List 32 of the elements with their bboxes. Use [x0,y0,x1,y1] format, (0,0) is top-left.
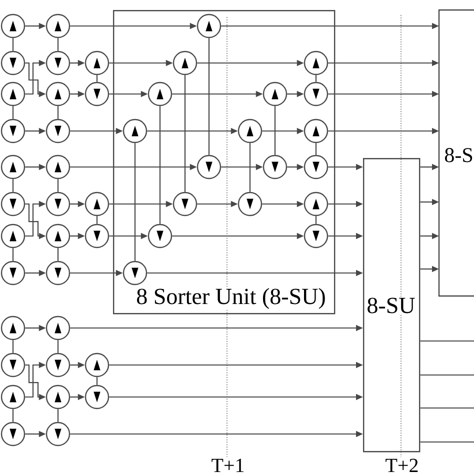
connector-line [12,38,14,51]
connector-line [57,409,59,422]
connector-line [57,38,59,51]
sorter-unit-box: 8-S [438,9,474,297]
connector-line [274,106,276,155]
connector-line [315,216,317,224]
time-label: T+1 [212,458,244,472]
connector-line [315,75,317,82]
connector-line [57,248,59,261]
connector-line [12,340,14,353]
connector-line [134,143,136,261]
connector-line [12,409,14,422]
connector-line [159,106,161,224]
connector-line [12,179,14,192]
connector-line [57,106,59,119]
sorter-unit-box: 8-SU [363,158,420,452]
connector-line [208,38,210,155]
connector-line [96,75,98,82]
time-label: T+2 [386,458,418,472]
connector-line [96,377,98,385]
connector-line [12,248,14,261]
connector-line [57,179,59,192]
connector-line [420,340,474,342]
connector-line [12,106,14,119]
connector-line [249,143,251,192]
connector-line [96,216,98,224]
connector-line [420,407,474,409]
connector-line [420,374,474,376]
connector-line [184,75,186,192]
connector-line [420,441,474,443]
connector-line [315,143,317,155]
connector-line [57,340,59,353]
